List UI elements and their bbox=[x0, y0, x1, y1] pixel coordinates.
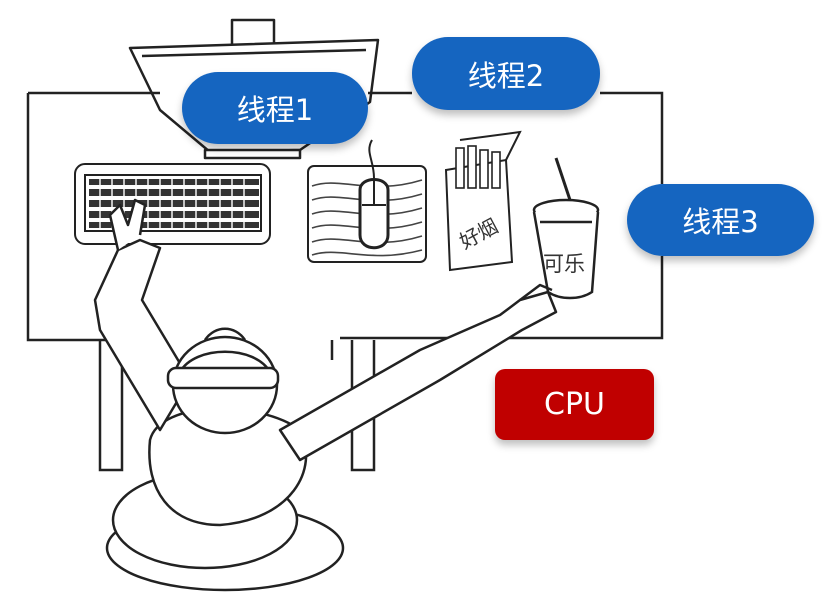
cigarette-pack bbox=[444, 130, 522, 272]
cola-cup bbox=[532, 157, 600, 300]
cpu-label: CPU bbox=[495, 369, 654, 440]
desk bbox=[26, 91, 664, 472]
thread-3-label: 线程3 bbox=[627, 184, 814, 256]
keyboard bbox=[74, 163, 271, 245]
thread-1-label: 线程1 bbox=[182, 72, 368, 144]
person bbox=[93, 198, 558, 592]
mouse-pad bbox=[307, 139, 427, 263]
cola-label: 可乐 bbox=[543, 252, 585, 276]
thread-2-label: 线程2 bbox=[412, 37, 600, 110]
